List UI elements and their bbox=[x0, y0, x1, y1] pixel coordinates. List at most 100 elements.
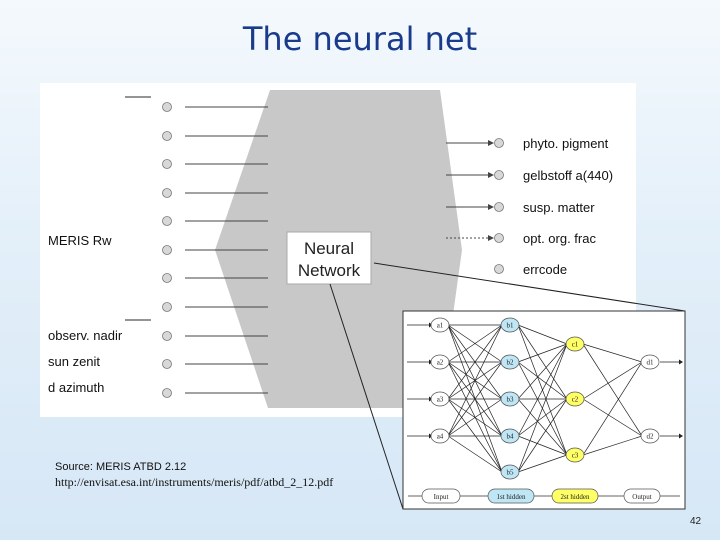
input-node bbox=[162, 331, 172, 341]
input-node bbox=[162, 245, 172, 255]
inset-input-node-label: a2 bbox=[437, 359, 444, 367]
inset-hidden2-node bbox=[565, 391, 585, 407]
inset-edge bbox=[517, 398, 568, 437]
inset-hidden1-node-label: b3 bbox=[507, 396, 515, 404]
inset-edge bbox=[517, 324, 568, 345]
flow-label-input: Input bbox=[434, 493, 449, 501]
inset-input-node-label: a3 bbox=[437, 396, 444, 404]
inset-edge bbox=[517, 343, 568, 400]
source-line: Source: MERIS ATBD 2.12 bbox=[55, 461, 187, 473]
inset-output-node-label: d1 bbox=[647, 359, 655, 367]
input-node bbox=[162, 273, 172, 283]
inset-edge bbox=[517, 361, 568, 400]
inset-hidden2-node-label: c2 bbox=[572, 396, 579, 404]
input-node bbox=[162, 159, 172, 169]
inset-output-node bbox=[640, 354, 660, 370]
inset-edge bbox=[517, 343, 568, 363]
inset-hidden2-node-label: c3 bbox=[572, 452, 579, 460]
inset-input-node-label: a4 bbox=[437, 433, 444, 441]
input-node bbox=[162, 131, 172, 141]
output-arrow bbox=[488, 172, 494, 178]
flow-box-hidden2 bbox=[551, 488, 599, 504]
inset-edge bbox=[517, 435, 568, 456]
output-arrow bbox=[488, 140, 494, 146]
output-node bbox=[494, 202, 504, 212]
flow-box-hidden1 bbox=[487, 488, 535, 504]
inset-input-node bbox=[430, 354, 450, 370]
input-node bbox=[162, 302, 172, 312]
inset-edge bbox=[582, 435, 643, 456]
flow-box-input bbox=[421, 488, 461, 504]
input-node bbox=[162, 216, 172, 226]
neural-network-box bbox=[286, 231, 372, 285]
flow-box-output bbox=[623, 488, 661, 504]
inset-edge bbox=[582, 343, 643, 363]
inset-edge bbox=[447, 398, 503, 473]
inset-edge bbox=[517, 324, 568, 400]
output-node bbox=[494, 170, 504, 180]
output-label: susp. matter bbox=[523, 200, 595, 215]
output-label: gelbstoff a(440) bbox=[523, 168, 613, 183]
input-node bbox=[162, 359, 172, 369]
inset-edge bbox=[582, 343, 643, 437]
input-nodes bbox=[162, 102, 268, 398]
output-label: phyto. pigment bbox=[523, 136, 609, 151]
inset-edge bbox=[447, 324, 503, 363]
inset-edge bbox=[447, 435, 503, 473]
inset-edge bbox=[582, 361, 643, 456]
inset-edge bbox=[517, 343, 568, 473]
inset-hidden2-node-label: c1 bbox=[572, 341, 579, 349]
input-node bbox=[162, 102, 172, 112]
output-arrow bbox=[488, 204, 494, 210]
inset-edge bbox=[517, 398, 568, 456]
label-meris-rw: MERIS Rw bbox=[48, 233, 112, 248]
output-nodes: phyto. pigment gelbstoff a(440) susp. matt… bbox=[446, 136, 613, 277]
inset-input-node bbox=[430, 391, 450, 407]
inset-edge bbox=[447, 361, 503, 473]
neural-network-label-line1: Neural bbox=[304, 239, 354, 258]
inset-output-arrowhead bbox=[679, 433, 683, 439]
inset-edge bbox=[582, 361, 643, 400]
inset-edges bbox=[407, 322, 683, 473]
slide-title: The neural net bbox=[242, 20, 478, 58]
page-number: 42 bbox=[690, 516, 702, 527]
input-node bbox=[162, 188, 172, 198]
label-sun-zenit: sun zenit bbox=[48, 354, 100, 369]
inset-edge bbox=[517, 454, 568, 473]
zoom-line-top bbox=[373, 262, 686, 312]
inset-edge bbox=[447, 398, 503, 437]
inset-edge bbox=[517, 343, 568, 437]
inset-hidden1-node bbox=[500, 354, 520, 370]
output-node bbox=[494, 138, 504, 148]
flow-label-output: Output bbox=[632, 493, 652, 501]
inset-hidden2-node bbox=[565, 447, 585, 463]
output-node bbox=[494, 264, 504, 274]
inset-hidden1-node bbox=[500, 428, 520, 444]
output-label: opt. org. frac bbox=[523, 231, 596, 246]
inset-edge bbox=[447, 324, 503, 400]
inset-edge bbox=[447, 361, 503, 437]
source-citation: Source: MERIS ATBD 2.12 http://envisat.e… bbox=[55, 460, 333, 490]
inset-edge bbox=[582, 398, 643, 437]
inset-input-node bbox=[430, 428, 450, 444]
inset-hidden1-node-label: b1 bbox=[507, 322, 515, 330]
output-arrow bbox=[488, 235, 494, 241]
output-label: errcode bbox=[523, 262, 567, 277]
label-observ-nadir: observ. nadir bbox=[48, 328, 123, 343]
inset-hidden1-node-label: b5 bbox=[507, 469, 515, 477]
inset-output-node-label: d2 bbox=[647, 433, 655, 441]
output-node bbox=[494, 233, 504, 243]
inset-hidden1-node-label: b2 bbox=[507, 359, 515, 367]
label-d-azimuth: d azimuth bbox=[48, 380, 104, 395]
zoom-line-bottom bbox=[329, 283, 404, 510]
inset-frame bbox=[402, 310, 686, 510]
input-node bbox=[162, 388, 172, 398]
inset-output-node bbox=[640, 428, 660, 444]
flow-label-hidden1: 1st hidden bbox=[497, 493, 526, 501]
inset-edge bbox=[517, 398, 568, 473]
source-url: http://envisat.esa.int/instruments/meris… bbox=[55, 475, 334, 489]
inset-hidden1-node bbox=[500, 464, 520, 480]
